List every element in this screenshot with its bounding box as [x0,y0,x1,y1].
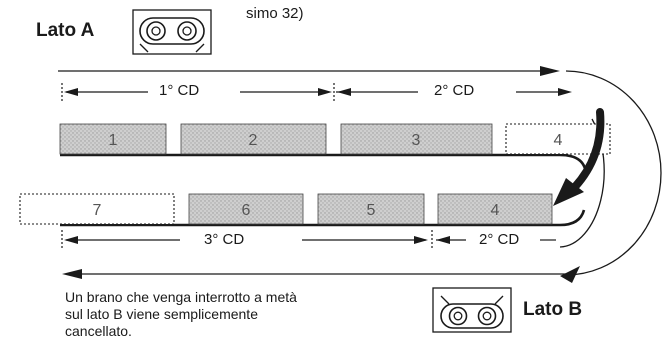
track-a-1-number: 1 [109,132,118,149]
track-a-3 [340,123,493,155]
track-row-side-b [19,193,553,225]
track-b-4 [437,193,553,225]
tape-direction-arrow-a [58,66,560,76]
side-switch-arrow [553,108,605,206]
track-a-1 [59,123,167,155]
side-a-label: Lato A [36,20,95,41]
return-arc-outer-head [560,266,580,283]
track-a-2 [180,123,327,155]
track-b-7-number: 7 [93,202,102,219]
track-a-4-number: 4 [554,132,563,149]
tape-path-side-a [60,153,588,177]
track-row-side-a [59,123,611,155]
caption-line-3: cancellato. [65,323,132,339]
cd-label-2-bottom: 2° CD [476,231,523,248]
cassette-icon-side-a [132,9,212,55]
track-a-2-number: 2 [249,132,258,149]
cd-label-3: 3° CD [201,231,248,248]
cassette-icon-side-b [432,287,512,333]
tape-direction-arrow-b [62,269,566,279]
track-b-6 [188,193,304,225]
track-b-5 [317,193,425,225]
cd-span-ruler-bottom [61,230,556,248]
cd-label-1: 1° CD [156,82,203,99]
tape-path-side-b [60,209,586,227]
cd-span-ruler-top [61,83,572,101]
caption-text: Un brano che venga interrotto a metà sul… [65,289,297,340]
track-b-7 [19,193,175,225]
track-b-6-number: 6 [242,202,251,219]
track-a-3-number: 3 [412,132,421,149]
caption-line-1: Un brano che venga interrotto a metà [65,289,297,305]
side-b-label: Lato B [523,299,583,320]
caption-line-2: sul lato B viene semplicemente [65,306,258,322]
top-note-text: simo 32) [246,5,304,22]
track-b-5-number: 5 [367,202,376,219]
track-b-4-number: 4 [491,202,500,219]
return-arc-outer [565,70,662,276]
cd-label-2-top: 2° CD [431,82,478,99]
